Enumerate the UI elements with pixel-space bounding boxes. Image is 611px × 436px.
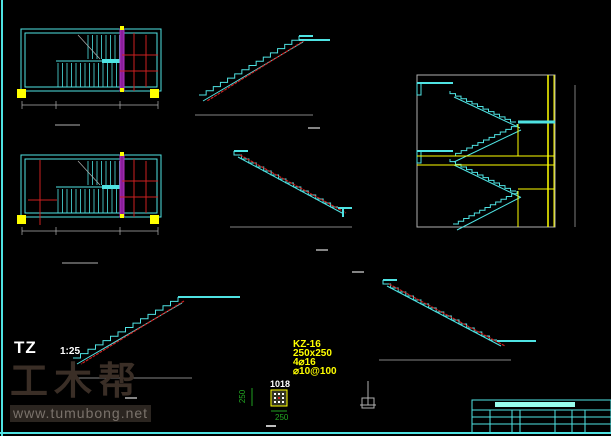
column-rebar <box>278 397 280 399</box>
column-rebar <box>274 393 276 395</box>
column-rebar <box>282 401 284 403</box>
title-block-project-name <box>495 402 575 407</box>
stair-slab <box>453 129 522 163</box>
plan-bottom-beam <box>119 154 125 218</box>
column-dim-height: 250 <box>238 389 248 404</box>
plan-bottom-column <box>150 215 159 224</box>
section-c-rebar <box>80 300 185 365</box>
section-c-steps <box>73 297 179 359</box>
column-rebar <box>278 401 280 403</box>
plan-top-inner-wall <box>24 32 158 88</box>
plan-top-beam <box>119 28 125 92</box>
section-a-steps <box>199 36 300 96</box>
watermark-logo: 工木帮 <box>10 361 143 403</box>
plan-top-break-line <box>77 34 101 60</box>
column-rebar <box>274 401 276 403</box>
section-b-steps <box>233 151 338 208</box>
column-rebar <box>274 397 276 399</box>
plan-bottom-column <box>17 215 26 224</box>
column-main-bars: 4⌀16 <box>293 357 316 368</box>
column-rebar <box>282 393 284 395</box>
plan-bottom-column <box>120 152 124 156</box>
stair-slab <box>386 285 502 347</box>
elevation-landing-edge <box>416 82 422 96</box>
plan-top-column <box>120 88 124 92</box>
plan-top-landing-beam <box>102 59 120 63</box>
detail-title: TZ <box>14 338 37 357</box>
detail-scale: 1:25 <box>60 346 81 357</box>
stair-slab <box>453 164 521 198</box>
plan-top-column <box>150 89 159 98</box>
stair-slab <box>237 156 343 214</box>
plan-bottom-landing-beam <box>102 185 120 189</box>
plan-bottom-inner-wall <box>24 158 158 214</box>
plan-top-column <box>120 26 124 30</box>
stair-slab <box>456 196 522 231</box>
section-b-rebar <box>239 154 347 214</box>
column-dim-width: 250 <box>275 413 289 422</box>
plan-top-column <box>17 89 26 98</box>
elevation-flight-1 <box>449 91 516 123</box>
column-stirrups: ⌀10@100 <box>293 366 337 377</box>
stair-slab <box>453 96 521 129</box>
elevation-flight-4 <box>453 191 518 225</box>
detail-footing <box>361 397 375 409</box>
section-a-rebar <box>206 39 306 102</box>
plan-bottom-column <box>120 214 124 218</box>
section-d-rebar <box>388 283 506 347</box>
elevation-flight-2 <box>450 124 518 157</box>
plan-top-outer-wall <box>20 28 162 92</box>
column-name: KZ-16 <box>293 339 321 350</box>
section-d-steps <box>382 280 497 341</box>
plan-bottom-outer-wall <box>20 154 162 218</box>
column-bar-mark: 1018 <box>270 379 291 389</box>
watermark-url: www.tumubong.net <box>10 405 152 422</box>
elevation-flight-3 <box>449 159 516 192</box>
column-spec: KZ-16 250x250 4⌀16 ⌀10@100 <box>293 339 337 377</box>
elevation-landing-edge <box>416 150 422 164</box>
plan-bottom-break-line <box>77 160 101 186</box>
column-size: 250x250 <box>293 348 332 359</box>
column-rebar <box>282 397 284 399</box>
column-rebar <box>278 393 280 395</box>
